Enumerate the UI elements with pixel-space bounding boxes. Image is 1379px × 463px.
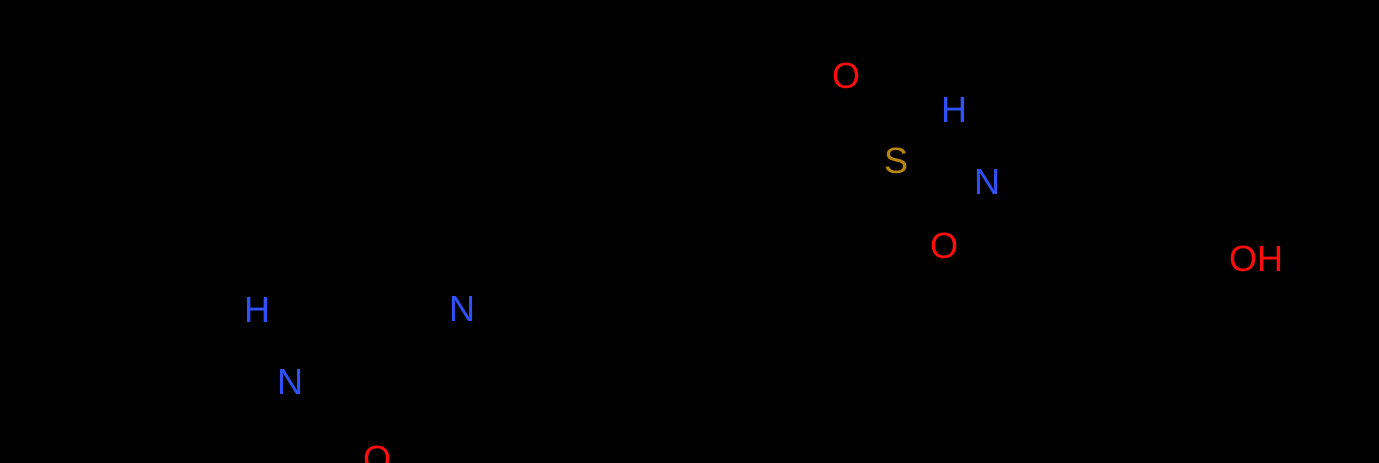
atom-oh-label: OH xyxy=(1229,238,1284,279)
atom-o-sulfonyl-top: O xyxy=(792,22,860,130)
atom-oh-hydroxyl: OH xyxy=(1189,205,1283,313)
atom-h-label: H xyxy=(244,289,270,330)
atom-o-sulfonyl-bottom: O xyxy=(890,192,958,300)
atom-s-sulfonyl: S xyxy=(844,107,908,215)
atom-nh-sulfonamide: H N xyxy=(934,20,1000,236)
atom-n-label: N xyxy=(449,288,476,329)
atom-s-label: S xyxy=(884,140,909,181)
atom-o-label: O xyxy=(363,438,392,463)
atom-o-label: O xyxy=(930,225,959,266)
atom-n-label: N xyxy=(277,361,304,402)
atom-o-label: O xyxy=(832,55,861,96)
atom-n-ring: N xyxy=(409,255,475,363)
atom-o-carbonyl: O xyxy=(323,405,391,463)
atom-h-label: H xyxy=(941,89,967,130)
atom-n-label: N xyxy=(974,161,1001,202)
atom-nh-urea: H N xyxy=(237,220,303,436)
